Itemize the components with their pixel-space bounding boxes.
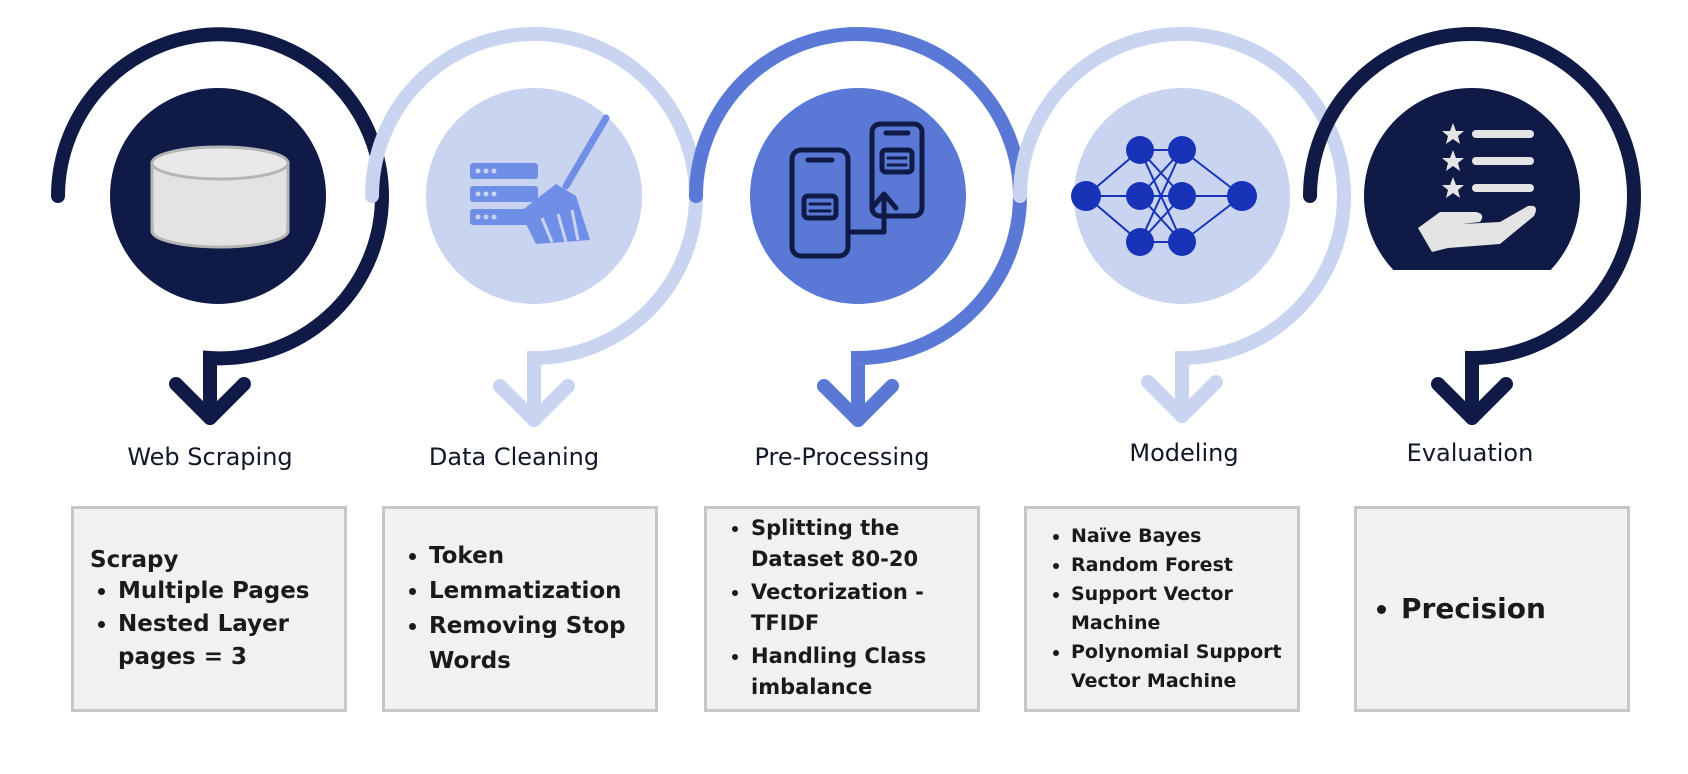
step-label-web-scraping: Web Scraping: [127, 443, 293, 471]
list-item: Lemmatization: [429, 574, 645, 609]
list-item: Handling Class imbalance: [751, 641, 967, 703]
details-list: Naïve Bayes Random Forest Support Vector…: [1043, 522, 1287, 696]
step-label-modeling: Modeling: [1129, 439, 1239, 467]
list-item: Removing Stop Words: [429, 609, 645, 679]
step-3-circle: [750, 88, 966, 304]
step-5-arc: [1303, 27, 1641, 425]
step-3-arc: [689, 27, 1027, 427]
step-label-evaluation: Evaluation: [1406, 439, 1534, 467]
details-box-web-scraping: Scrapy Multiple Pages Nested Layer pages…: [71, 506, 347, 712]
step-evaluation: [1303, 27, 1641, 425]
step-data-cleaning: [365, 27, 703, 427]
list-item: Splitting the Dataset 80-20: [751, 513, 967, 575]
step-4-arrowhead: [1141, 375, 1223, 423]
step-1-arrowhead: [169, 377, 251, 425]
list-item: Support Vector Machine: [1071, 580, 1287, 638]
list-item: Random Forest: [1071, 551, 1287, 580]
step-1-arc: [51, 27, 389, 425]
details-list: Multiple Pages Nested Layer pages = 3: [90, 575, 334, 674]
list-item: Multiple Pages: [118, 575, 334, 608]
step-label-data-cleaning: Data Cleaning: [428, 443, 600, 471]
details-list: Splitting the Dataset 80-20 Vectorizatio…: [723, 513, 967, 705]
step-web-scraping: [51, 27, 389, 425]
step-label-pre-processing: Pre-Processing: [754, 443, 930, 471]
details-box-pre-processing: Splitting the Dataset 80-20 Vectorizatio…: [704, 506, 980, 712]
details-box-data-cleaning: Token Lemmatization Removing Stop Words: [382, 506, 658, 712]
step-2-arc: [365, 27, 703, 427]
details-list: Token Lemmatization Removing Stop Words: [401, 539, 645, 679]
step-5-circle: [1364, 88, 1580, 304]
rating-hand-icon: [1418, 123, 1536, 252]
list-item: Token: [429, 539, 645, 574]
details-box-modeling: Naïve Bayes Random Forest Support Vector…: [1024, 506, 1300, 712]
server-broom-icon: [470, 114, 610, 244]
list-item: Precision: [1401, 591, 1617, 627]
list-item: Vectorization - TFIDF: [751, 577, 967, 639]
step-2-arrowhead: [493, 379, 575, 427]
details-lead: Scrapy: [90, 546, 179, 573]
step-pre-processing: [689, 27, 1027, 427]
step-5-arrowhead: [1431, 377, 1513, 425]
phones-transfer-icon: [789, 121, 925, 259]
details-box-evaluation: Precision: [1354, 506, 1630, 712]
step-4-arc: [1013, 27, 1351, 423]
step-modeling: [1013, 27, 1351, 423]
database-icon: [150, 145, 290, 249]
neural-network-icon: [1071, 136, 1257, 256]
list-item: Polynomial Support Vector Machine: [1071, 638, 1287, 696]
details-list: Precision: [1373, 591, 1617, 627]
list-item: Naïve Bayes: [1071, 522, 1287, 551]
step-3-arrowhead: [817, 379, 899, 427]
list-item: Nested Layer pages = 3: [118, 608, 334, 674]
step-5-circle-cut: [1360, 270, 1560, 320]
